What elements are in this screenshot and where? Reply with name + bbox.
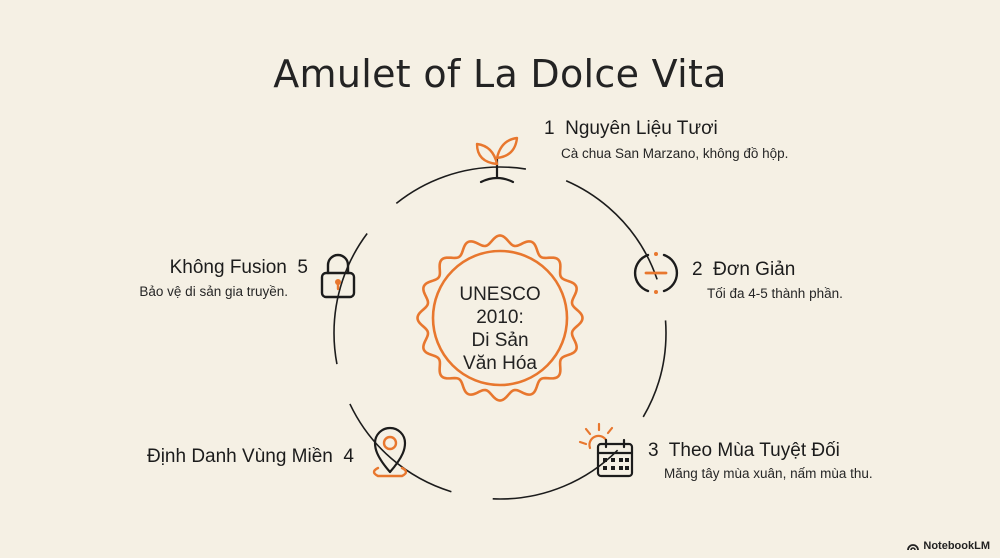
step-3-number: 3 — [648, 440, 659, 461]
step-3-heading: 3 Theo Mùa Tuyệt Đối — [648, 440, 840, 462]
sun-calendar-icon — [578, 422, 634, 478]
map-pin-icon — [372, 426, 408, 478]
step-5-heading: Không Fusion 5 — [170, 257, 308, 279]
step-2-desc: Tối đa 4-5 thành phần. — [707, 286, 843, 301]
step-1-heading: 1 Nguyên Liệu Tươi — [544, 118, 718, 140]
minus-circle-icon — [633, 252, 679, 294]
center-line: UNESCO — [459, 284, 541, 305]
step-3-desc: Măng tây mùa xuân, nấm mùa thu. — [664, 466, 873, 481]
center-line: Di Sản — [471, 330, 529, 351]
notebooklm-logo-icon — [907, 544, 920, 551]
sprout-icon — [475, 136, 519, 184]
step-5-title: Không Fusion — [169, 257, 287, 278]
step-4-heading: Định Danh Vùng Miền 4 — [147, 446, 354, 468]
center-seal — [416, 234, 584, 402]
step-4-number: 4 — [343, 446, 354, 467]
padlock-icon — [320, 253, 356, 299]
step-5-number: 5 — [297, 257, 308, 278]
cycle-ring — [333, 166, 667, 500]
page-title: Amulet of La Dolce Vita — [273, 52, 727, 96]
center-seal-text: UNESCO 2010: Di Sản Văn Hóa — [420, 283, 580, 375]
brand-name: NotebookLM — [923, 540, 990, 552]
step-4-title: Định Danh Vùng Miền — [146, 446, 333, 467]
step-1-desc: Cà chua San Marzano, không đồ hộp. — [561, 146, 789, 161]
step-1-number: 1 — [544, 118, 555, 139]
step-2-heading: 2 Đơn Giản — [692, 259, 795, 281]
step-2-title: Đơn Giản — [713, 259, 796, 280]
center-line: 2010: — [476, 307, 524, 328]
step-1-title: Nguyên Liệu Tươi — [565, 118, 718, 139]
step-3-title: Theo Mùa Tuyệt Đối — [668, 440, 840, 461]
center-line: Văn Hóa — [463, 353, 537, 374]
brand-watermark: NotebookLM — [907, 540, 990, 552]
step-2-number: 2 — [692, 259, 703, 280]
step-5-desc: Bảo vệ di sản gia truyền. — [139, 284, 288, 299]
